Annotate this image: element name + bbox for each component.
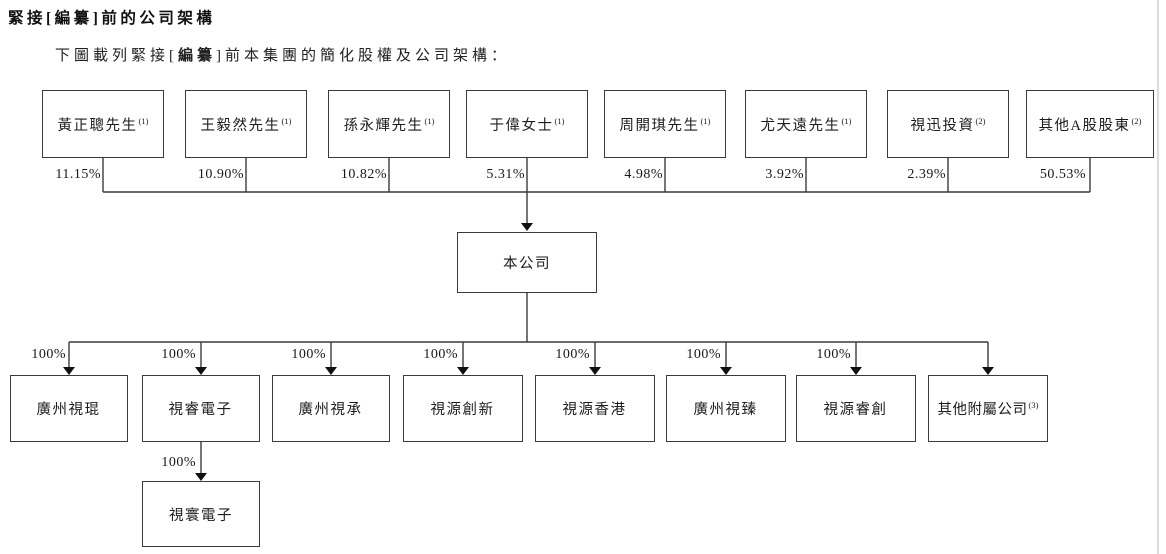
shareholder-box-7: 視迅投資(2) bbox=[887, 90, 1009, 158]
subsidiary-name: 視源睿創 bbox=[824, 398, 889, 419]
ownership-percent-label: 50.53% bbox=[1039, 167, 1086, 182]
ownership-percent-label: 3.92% bbox=[765, 167, 804, 182]
title-prefix: 緊接[ bbox=[8, 10, 55, 27]
shareholder-name: 于偉女士(1) bbox=[490, 114, 565, 135]
shareholder-box-6: 尤天遠先生(1) bbox=[745, 90, 867, 158]
subtitle-redacted: 編纂 bbox=[178, 48, 217, 64]
subsidiary-box-6: 廣州視臻 bbox=[666, 375, 786, 442]
shareholder-box-8: 其他A股股東(2) bbox=[1026, 90, 1154, 158]
subsidiary-box-2: 視睿電子 bbox=[142, 375, 260, 442]
title-suffix: ]前的公司架構 bbox=[92, 10, 216, 27]
ownership-percent-label: 4.98% bbox=[624, 167, 663, 182]
company-box: 本公司 bbox=[457, 232, 597, 293]
subsidiary-name-text: 其他附屬公司 bbox=[937, 402, 1028, 418]
shareholder-name: 尤天遠先生(1) bbox=[761, 114, 852, 135]
subsidiary-percent-label: 100% bbox=[161, 347, 196, 362]
shareholder-name-text: 王毅然先生 bbox=[200, 117, 281, 134]
subsidiary-name-text: 視源香港 bbox=[562, 402, 627, 418]
shareholder-name-text: 黃正聰先生 bbox=[57, 117, 138, 134]
page-edge-divider bbox=[1157, 0, 1159, 554]
sub-subsidiary-percent-label: 100% bbox=[161, 455, 196, 470]
subsidiary-box-1: 廣州視琨 bbox=[10, 375, 128, 442]
subsidiary-box-3: 廣州視承 bbox=[272, 375, 390, 442]
shareholder-name: 黃正聰先生(1) bbox=[58, 114, 149, 135]
title-redacted: 編纂 bbox=[54, 10, 93, 27]
subsidiary-name-text: 視睿電子 bbox=[168, 402, 233, 418]
shareholder-name: 其他A股股東(2) bbox=[1039, 114, 1142, 135]
subsidiary-name-text: 廣州視琨 bbox=[36, 402, 101, 418]
shareholder-box-2: 王毅然先生(1) bbox=[185, 90, 307, 158]
subsidiary-box-4: 視源創新 bbox=[403, 375, 523, 442]
subsidiary-percent-label: 100% bbox=[816, 347, 851, 362]
footnote-superscript: (1) bbox=[554, 115, 565, 126]
subsidiary-box-7: 視源睿創 bbox=[796, 375, 916, 442]
subsidiary-name: 其他附屬公司(3) bbox=[938, 398, 1039, 419]
subsidiary-name: 視源香港 bbox=[563, 398, 628, 419]
footnote-superscript: (3) bbox=[1028, 400, 1039, 411]
subsidiary-box-8: 其他附屬公司(3) bbox=[928, 375, 1048, 442]
ownership-percent-label: 10.90% bbox=[197, 167, 244, 182]
subsidiary-name-text: 視源創新 bbox=[430, 402, 495, 418]
company-name: 本公司 bbox=[503, 256, 551, 272]
subsidiary-name-text: 視源睿創 bbox=[823, 402, 888, 418]
subtitle-prefix: 下圖載列緊接[ bbox=[55, 48, 178, 64]
footnote-superscript: (1) bbox=[841, 115, 852, 126]
subsidiary-percent-label: 100% bbox=[555, 347, 590, 362]
shareholder-name-text: 周開琪先生 bbox=[619, 117, 700, 134]
footnote-superscript: (1) bbox=[424, 115, 435, 126]
subsidiary-percent-label: 100% bbox=[291, 347, 326, 362]
shareholder-name-text: 于偉女士 bbox=[489, 117, 554, 134]
ownership-percent-label: 5.31% bbox=[486, 167, 525, 182]
sub-subsidiary-name: 視寰電子 bbox=[169, 507, 233, 524]
ownership-percent-label: 11.15% bbox=[55, 167, 101, 182]
subsidiary-name: 廣州視承 bbox=[299, 398, 364, 419]
subtitle-suffix: ]前本集團的簡化股權及公司架構： bbox=[216, 48, 511, 64]
subsidiary-box-5: 視源香港 bbox=[535, 375, 655, 442]
subsidiary-name: 廣州視琨 bbox=[37, 398, 102, 419]
footnote-superscript: (2) bbox=[975, 115, 986, 126]
shareholder-box-1: 黃正聰先生(1) bbox=[42, 90, 164, 158]
shareholder-name-text: 其他A股股東 bbox=[1038, 117, 1131, 134]
shareholder-name: 視迅投資(2) bbox=[911, 114, 986, 135]
shareholder-box-4: 于偉女士(1) bbox=[466, 90, 588, 158]
subsidiary-percent-label: 100% bbox=[31, 347, 66, 362]
ownership-percent-label: 2.39% bbox=[907, 167, 946, 182]
footnote-superscript: (1) bbox=[700, 115, 711, 126]
footnote-superscript: (1) bbox=[138, 115, 149, 126]
subsidiary-name: 廣州視臻 bbox=[694, 398, 759, 419]
shareholder-name: 周開琪先生(1) bbox=[620, 114, 711, 135]
page-title: 緊接[編纂]前的公司架構 bbox=[8, 6, 215, 28]
shareholder-box-3: 孫永輝先生(1) bbox=[328, 90, 450, 158]
footnote-superscript: (1) bbox=[281, 115, 292, 126]
sub-subsidiary-box: 視寰電子 bbox=[142, 481, 260, 547]
shareholder-name-text: 尤天遠先生 bbox=[760, 117, 841, 134]
footnote-superscript: (2) bbox=[1131, 115, 1142, 126]
subsidiary-name: 視源創新 bbox=[431, 398, 496, 419]
shareholder-name: 王毅然先生(1) bbox=[201, 114, 292, 135]
subsidiary-name-text: 廣州視臻 bbox=[693, 402, 758, 418]
shareholder-name: 孫永輝先生(1) bbox=[344, 114, 435, 135]
subsidiary-name-text: 廣州視承 bbox=[298, 402, 363, 418]
shareholder-name-text: 視迅投資 bbox=[910, 117, 975, 134]
ownership-percent-label: 10.82% bbox=[340, 167, 387, 182]
subsidiary-percent-label: 100% bbox=[686, 347, 721, 362]
subsidiary-name: 視睿電子 bbox=[169, 398, 234, 419]
shareholder-box-5: 周開琪先生(1) bbox=[604, 90, 726, 158]
page-subtitle: 下圖載列緊接[編纂]前本集團的簡化股權及公司架構： bbox=[55, 44, 510, 65]
shareholder-name-text: 孫永輝先生 bbox=[343, 117, 424, 134]
subsidiary-percent-label: 100% bbox=[423, 347, 458, 362]
